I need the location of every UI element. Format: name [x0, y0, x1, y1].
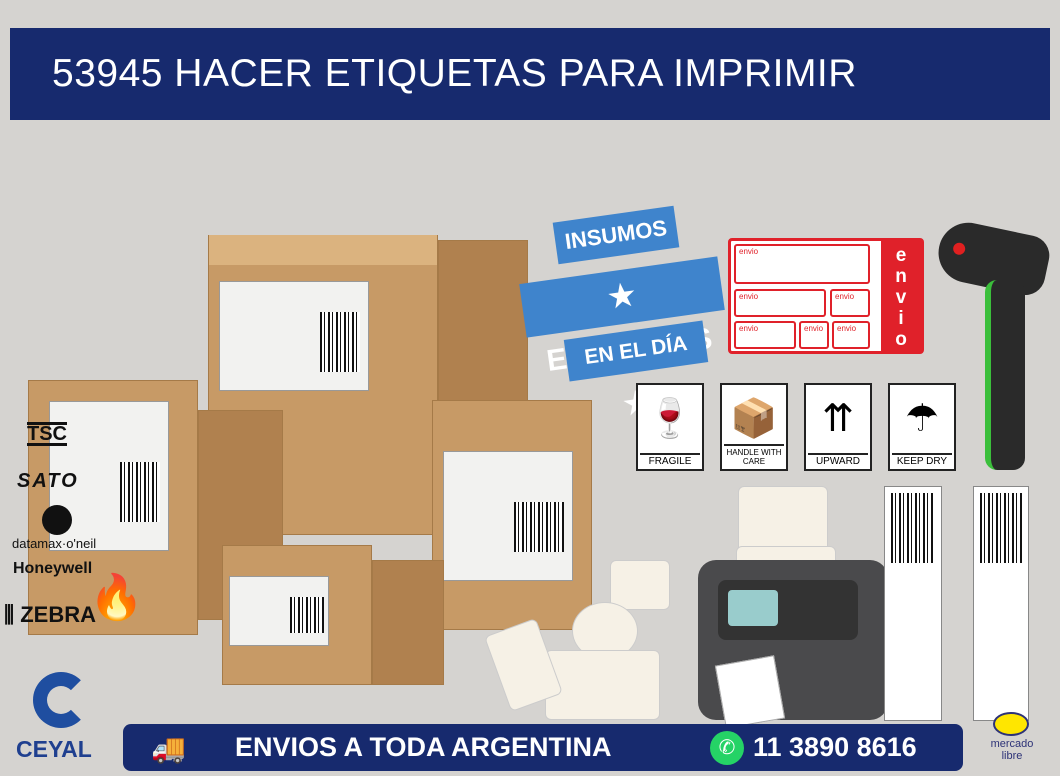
- bottom-bar: 🚚 ENVIOS A TODA ARGENTINA ✆ 11 3890 8616: [123, 724, 963, 771]
- flame-icon: 🔥: [89, 573, 144, 622]
- envio-letter: i: [898, 308, 904, 329]
- brand-tsc: TSC: [27, 422, 67, 446]
- envio-field: envio: [734, 321, 796, 349]
- envio-field: envio: [832, 321, 870, 349]
- envio-field: envio: [799, 321, 829, 349]
- mercado-libre-logo-icon: [993, 712, 1029, 736]
- pictogram-label: FRAGILE: [640, 453, 700, 467]
- brand-honeywell: Honeywell: [13, 560, 93, 577]
- pictogram-label: UPWARD: [808, 453, 868, 467]
- small-box: [222, 545, 372, 685]
- brand-datamax: datamax·o'neil: [12, 536, 97, 551]
- fragile-glass-icon: 🍷: [646, 398, 694, 440]
- envio-letter: o: [895, 329, 907, 350]
- envio-letter: e: [895, 245, 907, 266]
- handle-with-care-icon: 📦: [730, 398, 778, 440]
- brand-sato: SATO: [17, 470, 79, 492]
- company-name: CEYAL: [16, 736, 92, 762]
- left-box: 🔥: [28, 380, 198, 635]
- datamax-logo-icon: [42, 505, 72, 535]
- header-banner: 53945 HACER ETIQUETAS PARA IMPRIMIR: [10, 28, 1050, 120]
- delivery-truck-icon: 🚚: [151, 733, 186, 764]
- shipping-label-jfk: [973, 486, 1029, 721]
- brand-zebra-text: ZEBRA: [20, 602, 97, 627]
- zebra-icon: ⫼: [4, 602, 21, 627]
- envio-field: envio: [734, 289, 826, 317]
- keep-dry-umbrella-icon: ☂: [904, 398, 940, 440]
- label-roll: [610, 560, 670, 610]
- marketplace-name: mercado libre: [990, 738, 1034, 762]
- pictogram-handle-with-care: 📦 HANDLE WITH CARE: [720, 383, 788, 471]
- scanner-handle: [985, 280, 1025, 470]
- envio-field: envio: [830, 289, 870, 317]
- envio-letter: n: [895, 266, 907, 287]
- envio-vertical-text: e n v i o: [881, 241, 921, 351]
- small-box-side: [372, 560, 444, 685]
- ribbon-insumos: INSUMOS: [552, 205, 680, 265]
- pictogram-keep-dry: ☂ KEEP DRY: [888, 383, 956, 471]
- phone-number[interactable]: 11 3890 8616: [753, 732, 917, 762]
- label-roll: [738, 486, 828, 556]
- ceyal-logo-icon: [33, 672, 89, 728]
- label-roll: [545, 650, 660, 720]
- envio-shipping-label: envio envio envio envio envio envio e n …: [728, 238, 924, 354]
- printed-label: [714, 655, 786, 729]
- pictogram-label: HANDLE WITH CARE: [724, 444, 784, 466]
- pictogram-fragile: 🍷 FRAGILE: [636, 383, 704, 471]
- pictogram-upward: ⇈ UPWARD: [804, 383, 872, 471]
- envio-field: envio: [734, 244, 870, 284]
- shipping-text: ENVIOS A TODA ARGENTINA: [235, 732, 612, 762]
- pictogram-label: KEEP DRY: [892, 453, 952, 467]
- right-box: [432, 400, 592, 630]
- upward-arrows-icon: ⇈: [822, 398, 854, 440]
- envio-letter: v: [895, 287, 907, 308]
- brand-zebra: ⫼ ZEBRA: [4, 602, 96, 628]
- page-title: 53945 HACER ETIQUETAS PARA IMPRIMIR: [52, 52, 857, 95]
- whatsapp-icon: ✆: [710, 731, 744, 765]
- shipping-label-jfk: [884, 486, 942, 721]
- label-printer: [698, 560, 888, 720]
